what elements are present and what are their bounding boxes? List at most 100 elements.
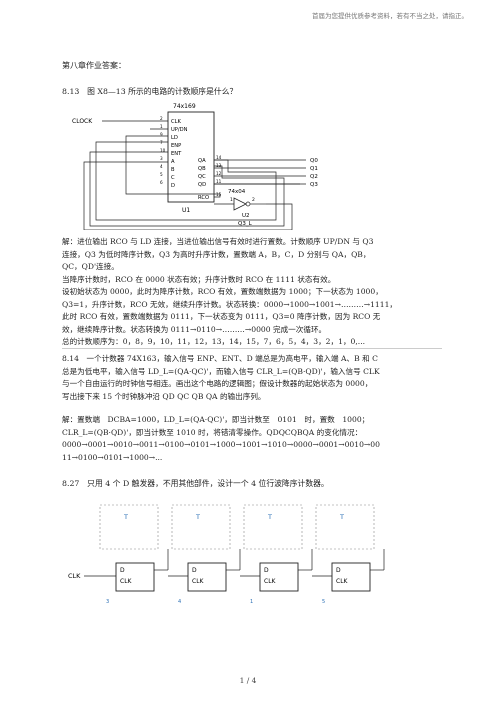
flip-flop-clk-label: CLK	[336, 578, 349, 585]
stage-number: 1	[250, 599, 253, 605]
answer-8-14-line: CLR_L=(QB·QD)'，即当计数至 1010 时，将错清零操作。QDQCQ…	[62, 427, 363, 437]
answer-8-13-line: Q3=1，升序计数，RCO 无效，继续升序计数。状态转换：0000→1000→1…	[62, 299, 398, 309]
answer-8-13-line: 当降序计数时，RCO 在 0000 状态有效；升序计数时 RCO 在 1111 …	[62, 274, 336, 284]
question-8-13: 8.13 图 X8—13 所示的电路的计数顺序是什么？	[62, 87, 238, 96]
flip-flop-chain: D CLK T 3 D CLK T 4 D CLK T 1 D CLK T 5	[99, 504, 385, 605]
page-title: 第八章作业答案：	[62, 61, 126, 70]
stage-number: 5	[322, 599, 325, 605]
inverter-name: 74x04	[228, 189, 246, 195]
flip-flop-clk-label: CLK	[264, 578, 277, 585]
chip-pin-label: QA	[198, 158, 206, 164]
t-label: T	[267, 513, 272, 521]
chip-pin-number: 10	[160, 148, 166, 153]
answer-8-13-line: 效，继续降序计数。状态转换为 0111→0110→………→0000 完成一次循环…	[62, 324, 327, 334]
question-8-14: 8.14 一个计数器 74X163，输入信号 ENP、ENT、D 端总是为高电平…	[62, 353, 442, 403]
chip-pin-label: QD	[198, 182, 206, 188]
answer-8-13-line: 解：进位输出 RCO 与 LD 连接，当进位输出信号有效时进行置数。计数顺序 U…	[62, 237, 374, 246]
inverter-caption: Q3_L	[238, 221, 253, 227]
chip-box	[167, 111, 215, 203]
chip-pin-number: 7	[160, 140, 163, 145]
question-8-14-line: 与一个自由运行的时钟信号相连。画出这个电路的逻辑图；假设计数器的起始状态为 00…	[62, 379, 373, 388]
flip-flop-box	[187, 562, 227, 592]
feedback-loop	[99, 504, 159, 550]
feedback-wires	[83, 128, 300, 230]
unit-u1: U1	[182, 207, 190, 214]
inverter-pin-2: 2	[252, 197, 255, 203]
chip-pin-number: 13	[216, 163, 222, 168]
flip-flop-d-label: D	[264, 567, 269, 574]
chip-pin-number: 12	[216, 171, 222, 176]
chip-pin-label: QC	[198, 174, 206, 180]
chip-pin-number: 14	[216, 155, 222, 160]
flip-flop: D CLK T 5	[315, 504, 385, 605]
chip-pin-label: ENP	[171, 143, 181, 149]
feedback-loop	[243, 504, 303, 550]
question-8-14-line: 8.14 一个计数器 74X163，输入信号 ENP、ENT、D 端总是为高电平…	[62, 354, 378, 363]
question-8-14-line: 写出接下来 15 个时钟脉冲沿 QD QC QB QA 的输出序列。	[62, 391, 266, 401]
t-label: T	[339, 513, 344, 521]
chip-pin-number: 3	[160, 156, 163, 161]
clock-label: CLOCK	[72, 118, 93, 125]
unit-u2: U2	[242, 213, 250, 219]
stage-number: 3	[106, 599, 109, 605]
chip-pin-number: 15	[216, 192, 222, 197]
flip-flop-d-label: D	[120, 567, 125, 574]
chip-pin-number: 1	[160, 124, 163, 129]
flip-flop: D CLK T 4	[171, 504, 260, 605]
chip-pin-label: D	[171, 183, 175, 189]
clk-label-8-27: CLK	[68, 572, 81, 580]
answer-8-14-line: 11→0100→0101→1000→...	[62, 452, 163, 462]
page-footer: 1 / 4	[239, 676, 257, 685]
separator-1	[62, 348, 442, 349]
chip-pin-label: C	[171, 175, 175, 181]
chip-pin-number: 6	[160, 180, 163, 185]
inverter-pin-1: 1	[230, 197, 233, 203]
chip-pin-number: 4	[160, 164, 163, 169]
chip-pin-label: UP/DN	[171, 127, 188, 133]
question-8-14-line: 总是为低电平，输入信号 LD_L=(QA·QC)'，而输入信号 CLR_L=(Q…	[62, 366, 380, 376]
answer-8-14: 解：置数端 DCBA=1000，LD_L=(QA·QC)'，即当计数至 0101…	[62, 414, 442, 464]
output-label: Q0	[310, 158, 318, 164]
chip-pin-label: ENT	[171, 151, 182, 157]
answer-8-13: 解：进位输出 RCO 与 LD 连接，当进位输出信号有效时进行置数。计数顺序 U…	[62, 236, 442, 349]
flip-flop-box	[115, 562, 155, 592]
feedback-loop	[315, 504, 375, 550]
circuit-diagram-8-13: 74x169 CLOCK CLK2UP/DN1LD9ENP7ENT10A3B4C…	[72, 103, 318, 230]
output-label: Q3	[310, 182, 318, 188]
output-label: Q2	[310, 174, 318, 180]
answer-8-14-line: 解：置数端 DCBA=1000，LD_L=(QA·QC)'，即当计数至 0101…	[62, 415, 370, 424]
stage-number: 4	[178, 599, 181, 605]
t-label: T	[123, 513, 128, 521]
chip-pin-label: A	[171, 159, 175, 165]
flip-flop: D CLK T 3	[99, 504, 188, 605]
flip-flop-clk-label: CLK	[192, 578, 205, 585]
output-label: Q1	[310, 166, 318, 172]
answer-8-13-line: QC，QD'连接。	[62, 262, 119, 271]
circuit-diagram-8-27: CLK D CLK T 3 D CLK T 4 D CLK T 1 D CLK T 5	[68, 504, 385, 605]
chip-pin-number: 9	[160, 132, 163, 137]
chip-pin-label: LD	[171, 135, 178, 141]
chip-pin-label: RCO	[198, 195, 209, 201]
flip-flop-clk-label: CLK	[120, 578, 133, 585]
chip-pin-number: 11	[216, 179, 222, 184]
feedback-loop	[171, 504, 231, 550]
chip-pin-number: 2	[160, 116, 163, 121]
answer-8-13-line: 总的计数顺序为：0，8，9，10，11，12，13，14，15，7，6，5，4，…	[62, 337, 366, 346]
question-8-27: 8.27 只用 4 个 D 触发器，不用其他部件，设计一个 4 位行波降序计数器…	[62, 479, 329, 488]
chip-pin-number: 5	[160, 172, 163, 177]
answer-8-14-line: 0000→0001→0010→0011→0100→0101→1000→1001→…	[62, 440, 380, 449]
flip-flop-d-label: D	[336, 567, 341, 574]
answer-8-13-line: 此时 RCO 有效，置数端数据为 0111，下一状态变为 0111，Q3=0 降…	[62, 312, 381, 321]
flip-flop: D CLK T 1	[243, 504, 332, 605]
chip-name: 74x169	[173, 103, 196, 110]
flip-flop-box	[259, 562, 299, 592]
chip-pin-label: CLK	[171, 119, 182, 125]
flip-flop-d-label: D	[192, 567, 197, 574]
chip-pin-label: B	[171, 167, 175, 173]
t-label: T	[195, 513, 200, 521]
chip-pin-label: QB	[198, 166, 206, 172]
header-note: 首届为您提供优质参考资料，若有不当之处，请指正。	[312, 12, 468, 20]
